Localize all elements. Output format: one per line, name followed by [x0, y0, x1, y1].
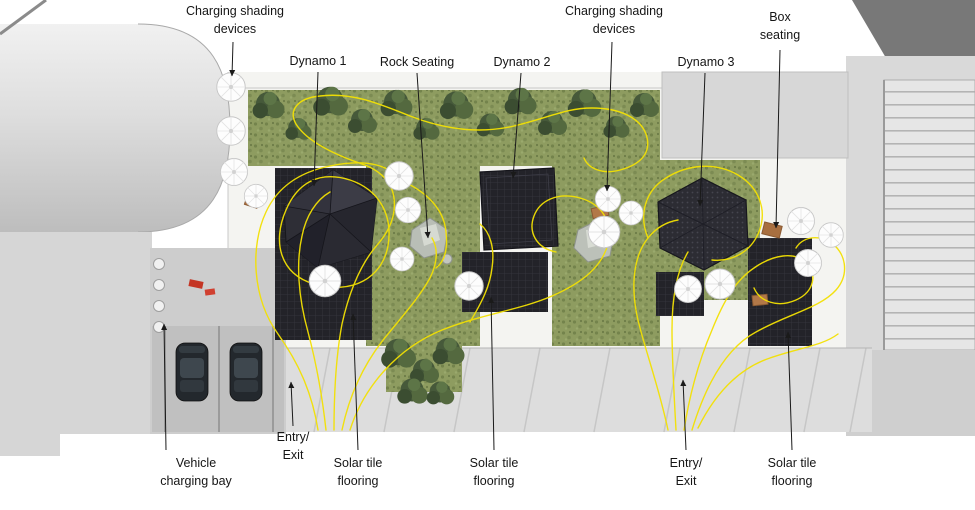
dynamo-2-canopy: [479, 167, 559, 251]
shading-device-icon: [618, 200, 644, 226]
flow-lines: [255, 94, 846, 431]
dynamo-3-canopy: [657, 177, 749, 271]
shading-device-icon: [587, 215, 621, 249]
shading-device-icon: [674, 275, 702, 303]
building-right: [846, 0, 975, 436]
vehicle-charging-bay-area: [150, 248, 286, 434]
label-vehicle-charging-bay: Vehicle charging bay: [160, 456, 232, 489]
shading-device-icon: [794, 249, 822, 277]
label-solar-tile-flooring-1: Solar tile flooring: [333, 456, 383, 489]
label-entry-exit-right: Entry/ Exit: [669, 456, 703, 489]
label-entry-exit-left: Entry/ Exit: [276, 430, 310, 463]
shading-device-icon: [389, 246, 415, 272]
shading-device-icon: [704, 268, 736, 300]
label-box-seating: Box seating: [759, 10, 801, 43]
car-icon: [229, 342, 263, 402]
shading-device-icon: [787, 207, 815, 235]
car-icon: [175, 342, 209, 402]
shading-device-icon: [384, 161, 414, 191]
leader-lines: [161, 41, 793, 451]
dynamo-1-canopy: [283, 169, 378, 269]
shading-device-icon: [216, 72, 246, 102]
label-dynamo-3: Dynamo 3: [677, 55, 735, 69]
label-rock-seating: Rock Seating: [379, 55, 455, 69]
charging-posts: [153, 258, 216, 333]
label-solar-tile-flooring-3: Solar tile flooring: [767, 456, 817, 489]
label-charging-shading-devices-right: Charging shading devices: [565, 4, 663, 37]
shading-device-icon: [216, 116, 246, 146]
label-solar-tile-flooring-2: Solar tile flooring: [469, 456, 519, 489]
building-top-right: [661, 71, 849, 159]
shading-device-icon: [594, 185, 622, 213]
shading-device-icon: [243, 183, 269, 209]
staircase: [883, 79, 975, 351]
shading-device-icon: [220, 158, 248, 186]
label-dynamo-2: Dynamo 2: [493, 55, 551, 69]
shading-device-icon: [454, 271, 484, 301]
shading-device-icon: [308, 264, 342, 298]
label-charging-shading-devices-left: Charging shading devices: [186, 4, 284, 37]
shading-device-icon: [394, 196, 422, 224]
shading-device-icon: [818, 222, 844, 248]
terrace: [286, 347, 872, 433]
label-dynamo-1: Dynamo 1: [289, 54, 347, 68]
left-wall: [0, 232, 152, 456]
